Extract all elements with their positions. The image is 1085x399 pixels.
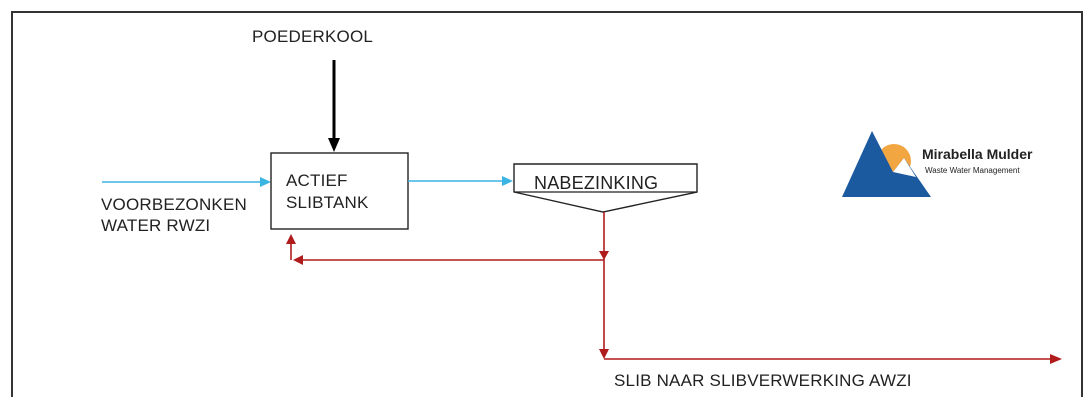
- tank-label-line1: ACTIEF: [286, 171, 348, 190]
- excess-sludge-arrow: [604, 354, 1062, 364]
- powder-carbon-label: POEDERKOOL: [252, 27, 374, 46]
- tank-to-clarifier-arrow: [408, 176, 513, 186]
- sludge-line-vertical: [599, 212, 609, 359]
- secondary-clarifier: [513, 163, 698, 213]
- logo-company-name: Mirabella Mulder: [922, 146, 1033, 162]
- tank-label-line2: SLIBTANK: [286, 193, 369, 212]
- logo-mountain-icon: [842, 131, 931, 197]
- powder-flow-arrow: [328, 60, 340, 152]
- logo-tagline: Waste Water Management: [925, 166, 1020, 175]
- influent-label-line1: VOORBEZONKEN: [101, 195, 247, 214]
- activated-sludge-tank: [270, 152, 409, 230]
- sludge-output-label: SLIB NAAR SLIBVERWERKING AWZI: [614, 371, 912, 390]
- influent-flow-arrow: [102, 177, 271, 187]
- company-logo: [842, 131, 931, 197]
- diagram-frame: [11, 11, 1083, 397]
- return-sludge-arrow: [286, 234, 604, 265]
- clarifier-label: NABEZINKING: [534, 173, 659, 193]
- influent-label-line2: WATER RWZI: [101, 216, 211, 235]
